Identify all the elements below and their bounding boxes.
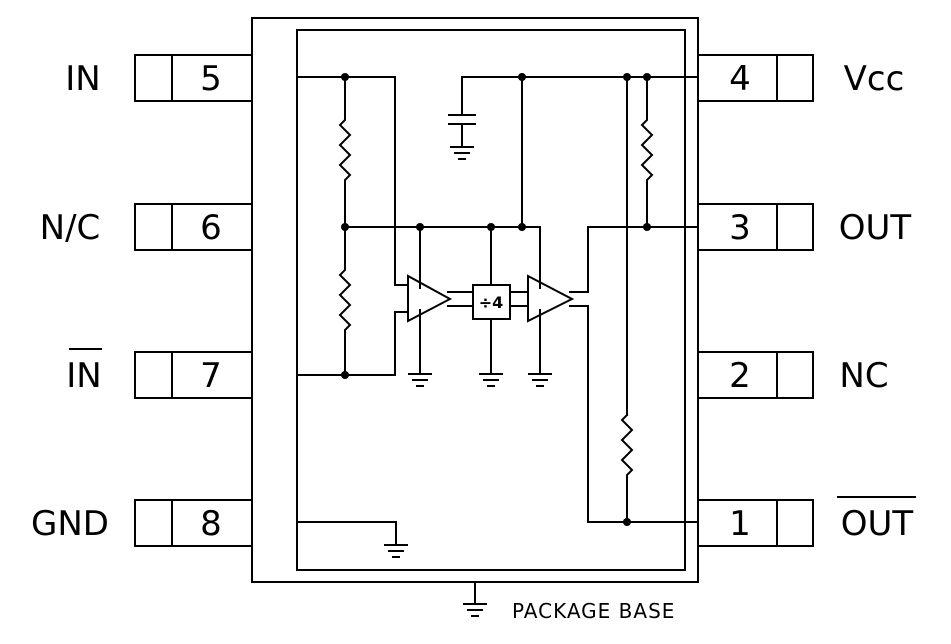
package-base-label: PACKAGE BASE <box>512 599 675 623</box>
pin-1-number: 1 <box>729 504 751 544</box>
pin-5-label: IN <box>65 59 100 99</box>
pin-2-number: 2 <box>729 356 751 396</box>
pin-2: 2 <box>697 351 814 399</box>
pin-7-label: IN <box>66 356 101 396</box>
pin-1-label: OUT <box>841 504 914 544</box>
output-network <box>569 76 699 523</box>
pin-4-number: 4 <box>729 59 751 99</box>
pin-3-label: OUT <box>839 208 912 248</box>
pin-2-label: NC <box>839 356 888 396</box>
die-outline <box>296 29 686 571</box>
pin-6-number: 6 <box>200 208 222 248</box>
pin-5: 5 <box>134 54 253 102</box>
supply-network <box>448 76 661 228</box>
pin-4: 4 <box>697 54 814 102</box>
pin-7-number: 7 <box>200 356 222 396</box>
divide-by-4-block: ÷4 <box>472 284 511 320</box>
package-outline <box>251 17 699 583</box>
pin-3: 3 <box>697 203 814 251</box>
package-base-ground <box>463 581 487 617</box>
pin-3-number: 3 <box>729 208 751 248</box>
output-amplifier <box>527 274 575 323</box>
pin-8-number: 8 <box>200 504 222 544</box>
pin-6-label: N/C <box>40 208 101 248</box>
pin-8-label: GND <box>31 504 109 544</box>
pin-6: 6 <box>134 203 253 251</box>
input-amplifier <box>407 274 453 323</box>
junction-dots <box>341 73 651 526</box>
pin-7: 7 <box>134 351 253 399</box>
divider-label: ÷4 <box>479 293 504 312</box>
gnd-network <box>296 521 408 558</box>
pin-1: 1 <box>697 499 814 547</box>
pin-4-label: Vcc <box>844 59 905 99</box>
pin-8: 8 <box>134 499 253 547</box>
pin-5-number: 5 <box>200 59 222 99</box>
